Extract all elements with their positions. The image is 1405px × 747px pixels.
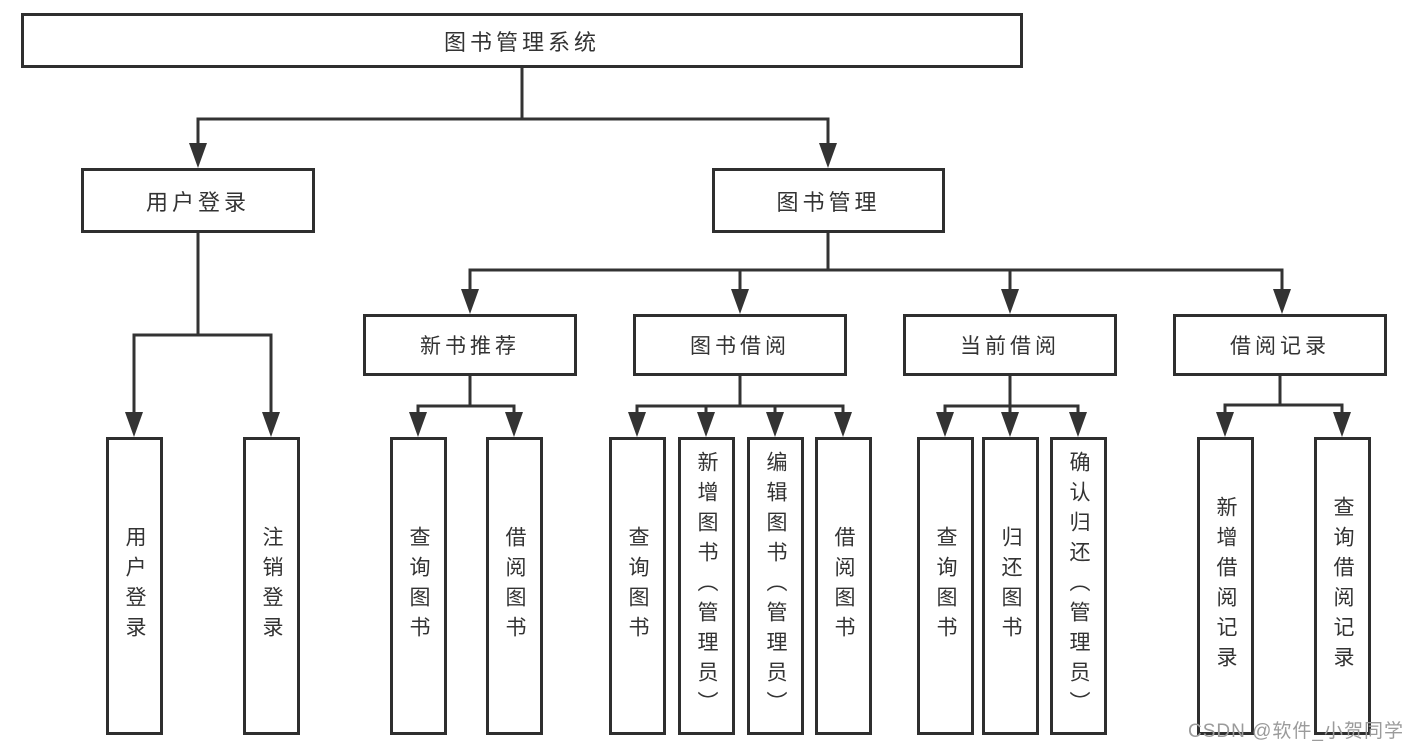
csdn-watermark: CSDN @软件_小贺同学 <box>1188 721 1404 742</box>
leaf-user-login: 用户登录 <box>106 437 163 735</box>
leaf-records-add-record: 新增借阅记录 <box>1197 437 1254 735</box>
leaf-logout-login: 注销登录 <box>243 437 300 735</box>
leaf-recommend-query-books: 查询图书 <box>390 437 447 735</box>
leaf-current-query-books: 查询图书 <box>917 437 974 735</box>
node-current-borrow: 当前借阅 <box>903 314 1117 376</box>
connector-root-to-level2 <box>196 68 830 144</box>
leaf-recommend-borrow-books: 借阅图书 <box>486 437 543 735</box>
node-root: 图书管理系统 <box>21 13 1023 68</box>
arrowheads <box>125 143 1351 437</box>
node-book-management: 图书管理 <box>712 168 945 233</box>
leaf-borrow-edit-books-admin: 编辑图书（管理员） <box>747 437 804 735</box>
leaf-current-confirm-return-admin: 确认归还（管理员） <box>1050 437 1107 735</box>
connector-borrow-records-to-leaves <box>1223 376 1344 413</box>
connector-user-login-to-leaves <box>132 233 273 413</box>
node-book-borrow: 图书借阅 <box>633 314 847 376</box>
connector-current-borrow-to-leaves <box>943 376 1080 413</box>
connector-book-borrow-to-leaves <box>635 376 845 413</box>
leaf-borrow-borrow-books: 借阅图书 <box>815 437 872 735</box>
leaf-borrow-query-books: 查询图书 <box>609 437 666 735</box>
leaf-current-return-books: 归还图书 <box>982 437 1039 735</box>
connector-new-book-recommend-to-leaves <box>416 376 516 413</box>
node-new-book-recommend: 新书推荐 <box>363 314 577 376</box>
connector-book-management-to-level3 <box>468 233 1284 290</box>
node-borrow-records: 借阅记录 <box>1173 314 1387 376</box>
leaf-records-query-record: 查询借阅记录 <box>1314 437 1371 735</box>
leaf-borrow-add-books-admin: 新增图书（管理员） <box>678 437 735 735</box>
node-user-login: 用户登录 <box>81 168 315 233</box>
